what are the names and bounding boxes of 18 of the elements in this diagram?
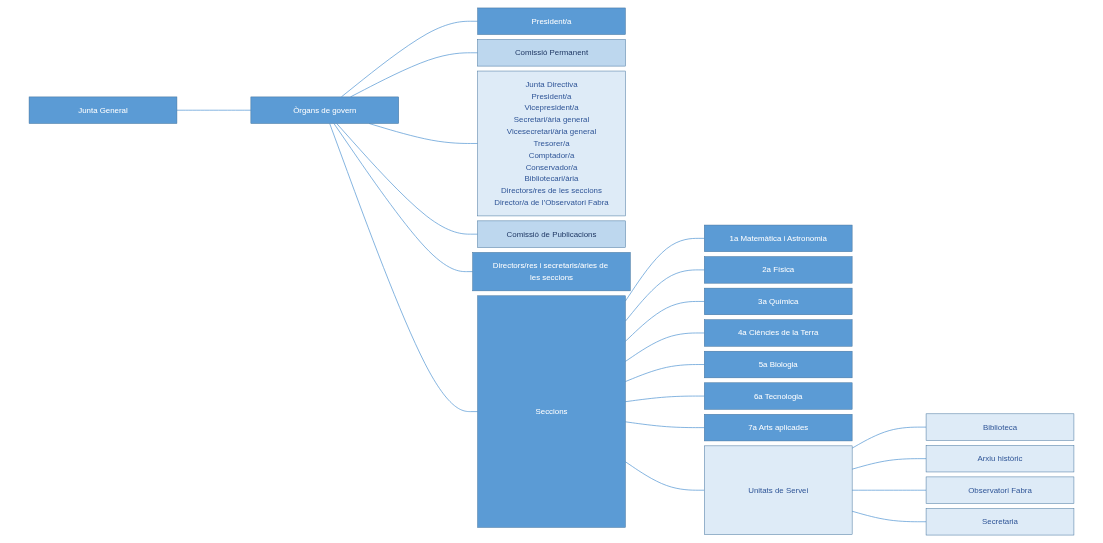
- connector: [625, 364, 705, 382]
- connector: [851, 510, 927, 523]
- connector: [625, 421, 705, 428]
- connector: [625, 301, 705, 342]
- connector: [851, 426, 927, 449]
- connector: [333, 123, 473, 272]
- connector: [341, 20, 478, 98]
- connector: [625, 269, 705, 322]
- connector: [625, 238, 705, 302]
- connector: [625, 395, 705, 403]
- connector: [625, 332, 705, 362]
- connector: [336, 123, 478, 235]
- connector: [350, 52, 478, 98]
- connector: [851, 489, 927, 491]
- connector: [176, 109, 252, 111]
- connector: [851, 458, 927, 470]
- connector: [329, 123, 478, 412]
- connector: [625, 461, 705, 491]
